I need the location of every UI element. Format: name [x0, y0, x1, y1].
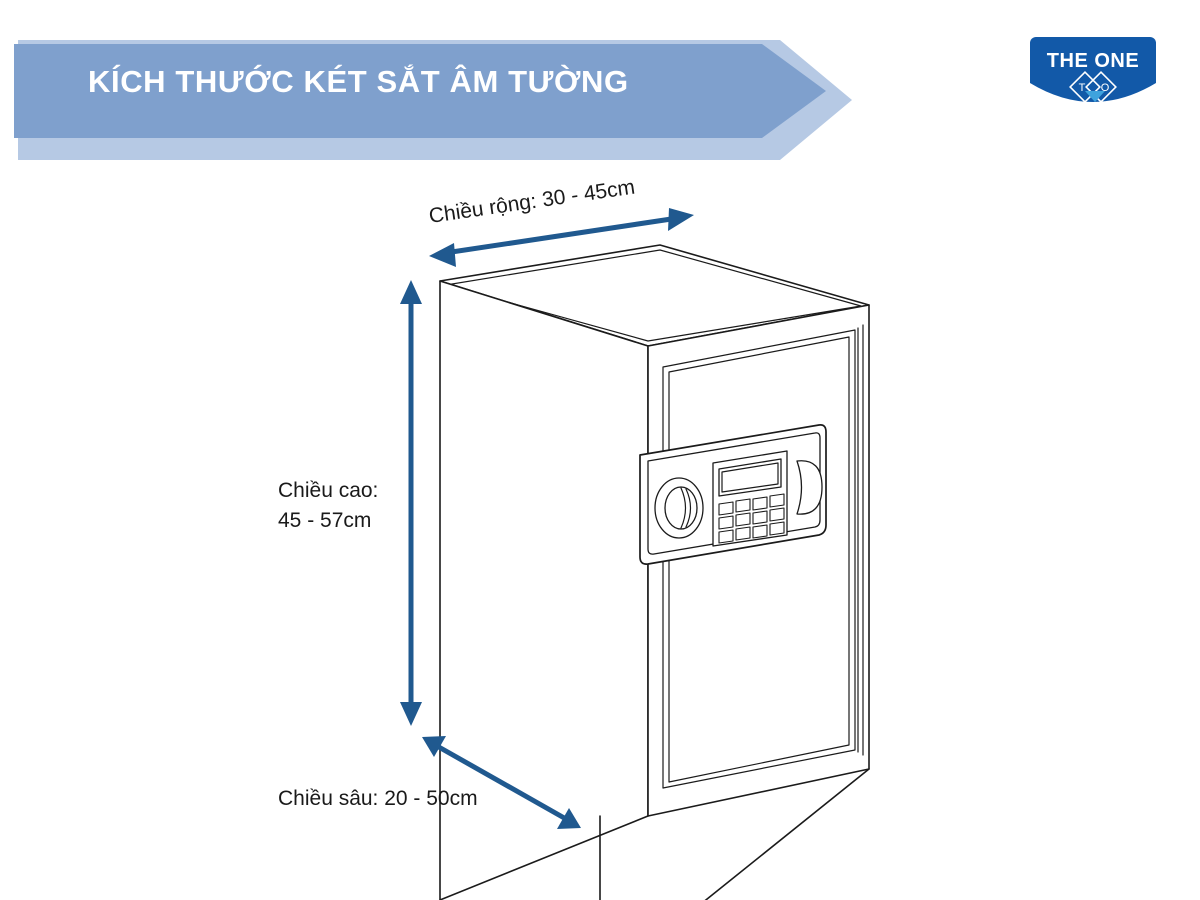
- combination-dial-ridge-2: [685, 488, 692, 528]
- keypad-key[interactable]: [769, 493, 785, 508]
- height-dimension-label-line2: 45 - 57cm: [278, 509, 371, 532]
- combination-dial-inner[interactable]: [664, 486, 698, 530]
- logo-monogram: T O: [1069, 71, 1117, 103]
- lcd-display: [718, 458, 782, 497]
- dimension-arrow-depth: [422, 736, 581, 829]
- keypad-key[interactable]: [735, 526, 751, 541]
- safe-front-face: [647, 304, 870, 817]
- keypad-key[interactable]: [769, 521, 785, 536]
- door-handle-knob[interactable]: [796, 460, 823, 515]
- keypad-key[interactable]: [718, 529, 734, 544]
- keypad-key[interactable]: [752, 524, 768, 539]
- logo-shield-shape: [1030, 37, 1156, 102]
- safe-illustration: [439, 244, 870, 900]
- safe-bottom-front-edge: [704, 768, 870, 900]
- safe-door-panel: [668, 336, 850, 783]
- width-dimension-label: Chiều rộng: 30 - 45cm: [427, 176, 636, 228]
- dimension-arrow-width: [429, 208, 694, 267]
- keypad-key[interactable]: [769, 507, 785, 522]
- keypad-grid[interactable]: [718, 493, 785, 544]
- keypad-key[interactable]: [735, 512, 751, 527]
- brand-logo[interactable]: THE ONE T O: [1026, 35, 1160, 117]
- safe-door-frame: [662, 329, 856, 789]
- safe-lock-panel[interactable]: [639, 424, 827, 565]
- header-banner: KÍCH THƯỚC KÉT SẮT ÂM TƯỜNG: [0, 0, 1200, 175]
- logo-accent-triangle: [1085, 91, 1105, 102]
- logo-monogram-right: O: [1101, 82, 1110, 94]
- logo-brand-text: THE ONE: [1047, 50, 1139, 72]
- height-dimension-label-line1: Chiều cao:: [278, 479, 378, 502]
- combination-dial-ridge-1: [680, 487, 687, 529]
- banner-inner-chevron: [14, 44, 826, 138]
- dimension-arrow-height: [400, 280, 422, 726]
- logo-monogram-left: T: [1079, 82, 1086, 94]
- safe-dimensions-diagram: Chiều rộng: 30 - 45cm Chiều cao: 45 - 57…: [0, 175, 1200, 900]
- page-title: KÍCH THƯỚC KÉT SẮT ÂM TƯỜNG: [88, 64, 629, 99]
- keypad-key[interactable]: [752, 496, 768, 511]
- keypad-key[interactable]: [735, 498, 751, 513]
- depth-dimension-label: Chiều sâu: 20 - 50cm: [278, 787, 478, 810]
- keypad-key[interactable]: [752, 510, 768, 525]
- lcd-display-inner: [721, 462, 779, 493]
- safe-bottom-left-edge: [439, 815, 601, 900]
- keypad-key[interactable]: [718, 515, 734, 530]
- keypad-key[interactable]: [718, 501, 734, 516]
